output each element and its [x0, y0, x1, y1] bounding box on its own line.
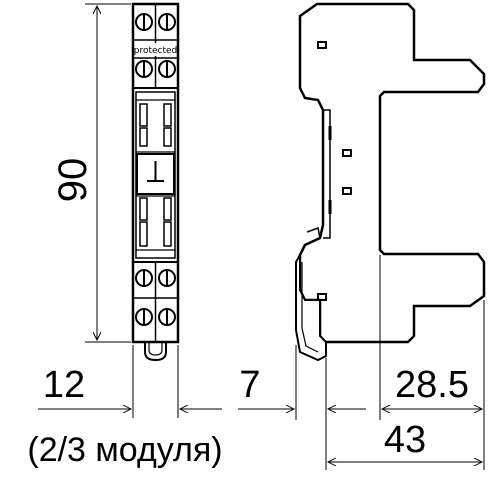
- protected-label: protected: [134, 46, 178, 56]
- side-housing-outline: [298, 2, 486, 344]
- din-clip-tab: [144, 342, 167, 362]
- width-note: (2/3 модуля): [27, 431, 222, 469]
- dimension-height: [85, 3, 131, 343]
- terminal-screws-top: [135, 13, 176, 78]
- height-value: 90: [51, 158, 95, 203]
- terminal-screws-bottom: [135, 269, 176, 326]
- status-indicator: [136, 153, 175, 195]
- side-view: [295, 2, 486, 362]
- depth-rail-value: 28.5: [395, 364, 469, 406]
- depth-front-value: 7: [239, 364, 260, 406]
- front-view: [131, 2, 180, 362]
- dimension-width: [38, 345, 222, 418]
- earth-symbol-icon: [147, 161, 164, 182]
- width-value: 12: [43, 364, 85, 406]
- side-slots: [317, 41, 352, 301]
- dimension-depth: [238, 255, 485, 470]
- depth-total-value: 43: [384, 419, 426, 461]
